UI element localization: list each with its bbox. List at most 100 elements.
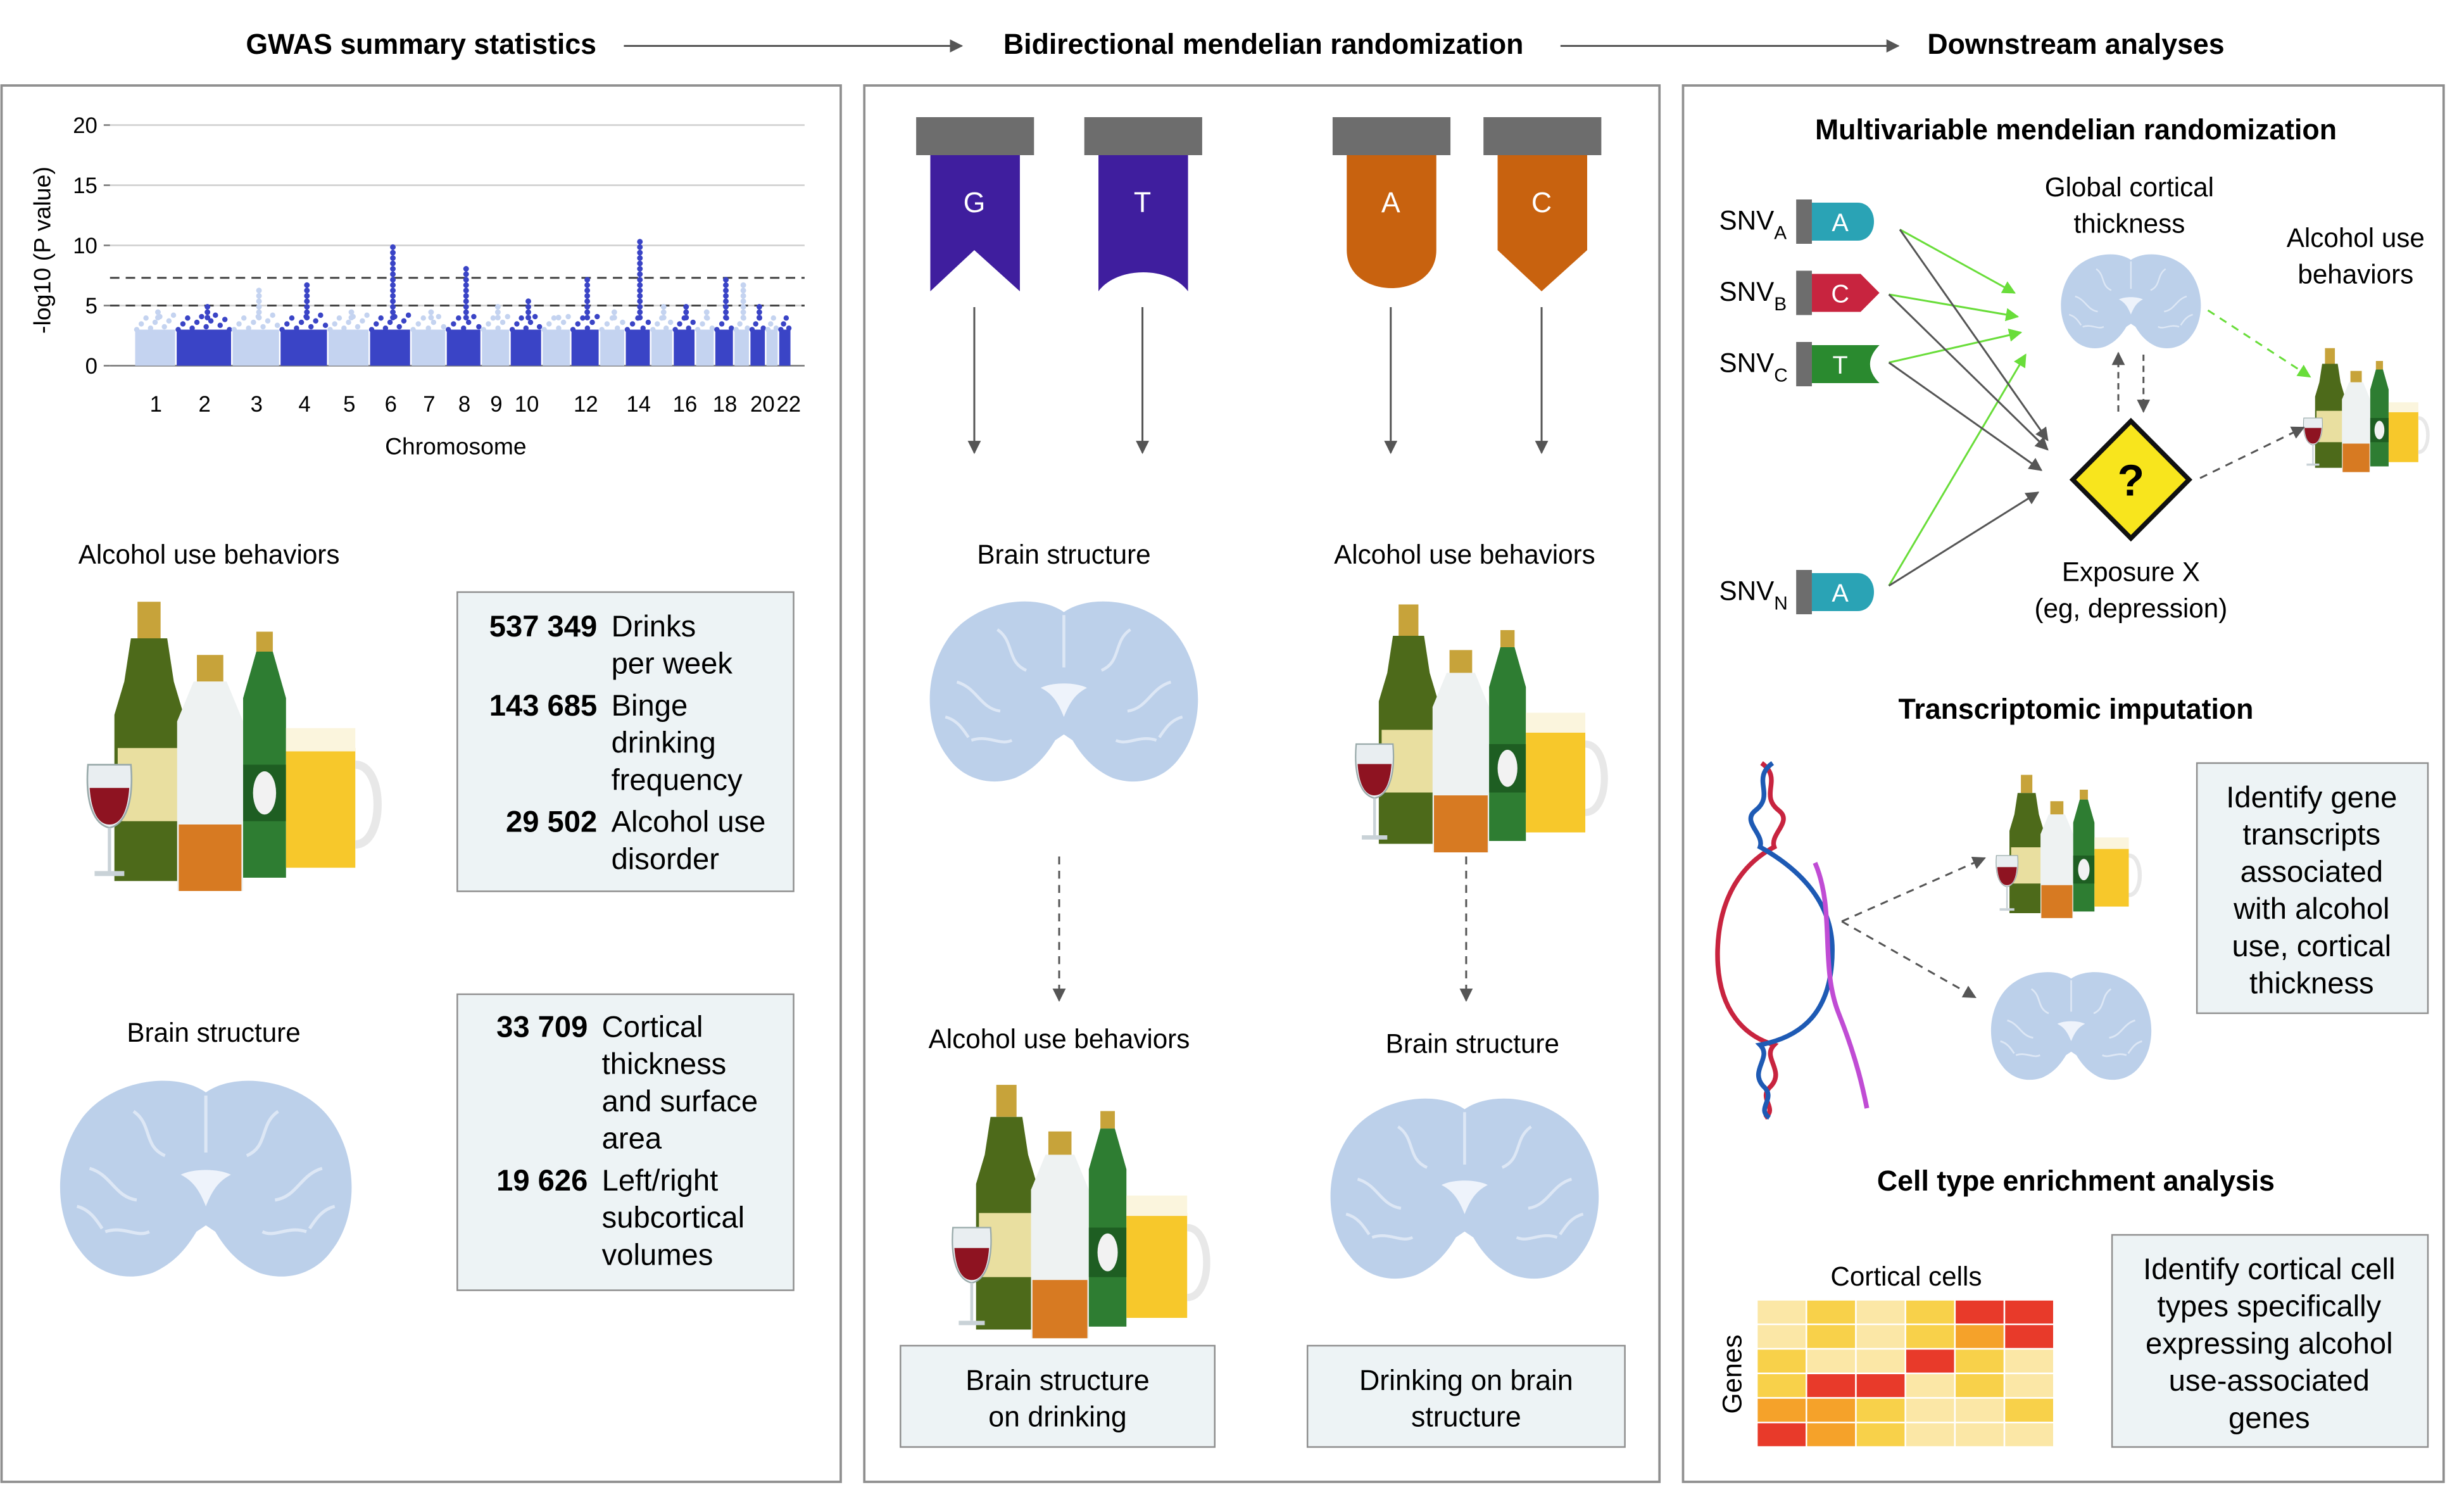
snp-point — [436, 313, 442, 320]
brain-title-left: Brain structure — [127, 1018, 300, 1047]
snp-point — [390, 277, 396, 283]
snp-point — [786, 325, 792, 331]
heatmap-cell — [2003, 1324, 2055, 1350]
snv-subscript: B — [1774, 294, 1787, 315]
snp-point — [683, 315, 689, 321]
snp-point — [667, 319, 674, 325]
exposure-line-1: Exposure X — [2062, 557, 2200, 586]
snp-point — [570, 327, 576, 332]
snp-point — [256, 309, 262, 315]
stat-label: frequency — [612, 763, 743, 797]
snp-point — [390, 315, 396, 321]
snp-point — [637, 309, 643, 315]
snp-point — [360, 318, 365, 324]
snp-point — [525, 304, 531, 310]
snv-subscript: C — [1774, 365, 1788, 386]
snp-point — [390, 309, 396, 315]
stat-label: Cortical — [602, 1010, 703, 1044]
genes-label: Genes — [1717, 1334, 1747, 1413]
cell-box — [2111, 1234, 2429, 1448]
snv-allele: T — [1833, 351, 1848, 379]
snp-point — [637, 298, 643, 305]
y-tick-label: 0 — [85, 354, 97, 379]
snp-point — [204, 315, 211, 321]
snp-point — [465, 319, 472, 325]
allele-c-banner: C — [1483, 117, 1602, 291]
snp-point — [584, 298, 591, 305]
snp-point — [364, 312, 370, 318]
step2-title: Bidirectional mendelian randomization — [1003, 28, 1524, 60]
snp-point — [199, 313, 204, 320]
snp-point — [599, 327, 605, 332]
twas-title: Transcriptomic imputation — [1899, 693, 2254, 725]
snp-point — [637, 250, 643, 256]
snp-point — [463, 315, 469, 321]
chromosome-band — [625, 329, 650, 366]
snp-point — [175, 327, 181, 332]
snp-point — [723, 293, 729, 299]
chromosome-band — [328, 329, 369, 366]
snp-point — [387, 319, 393, 325]
stat-label: Drinks — [612, 610, 696, 643]
snp-point — [390, 260, 396, 267]
x-tick-label: 3 — [251, 392, 263, 417]
snp-point — [760, 325, 766, 331]
snp-point — [390, 298, 396, 305]
snp-point — [640, 325, 646, 331]
chromosome-band — [600, 329, 625, 366]
x-tick-label: 5 — [343, 392, 355, 417]
manhattan-ylabel: -log10 (P value) — [29, 167, 56, 334]
snp-point — [256, 315, 262, 321]
snp-point — [683, 309, 689, 315]
snv-allele: C — [1831, 280, 1849, 308]
snp-point — [509, 327, 515, 332]
snp-point — [256, 304, 262, 310]
snp-point — [637, 282, 643, 288]
snp-point — [604, 321, 610, 327]
snp-point — [374, 321, 379, 327]
heatmap-cell — [1855, 1372, 1906, 1399]
stat-count: 537 349 — [489, 610, 597, 643]
x-tick-label: 10 — [515, 392, 539, 417]
exposure-warning-icon: ? — [2069, 417, 2192, 542]
snp-point — [637, 271, 643, 277]
y-tick-label: 10 — [73, 234, 97, 258]
brain-icon — [1990, 971, 2153, 1081]
snp-point — [494, 315, 501, 321]
snp-point — [620, 319, 625, 325]
snp-point — [327, 327, 333, 332]
snv-cap — [1796, 270, 1812, 315]
stat-label: drinking — [612, 726, 716, 760]
result-1-line-2: on drinking — [988, 1400, 1127, 1432]
snp-point — [783, 315, 789, 321]
snp-point — [431, 319, 437, 325]
question-mark: ? — [2118, 455, 2144, 505]
snp-point — [289, 315, 295, 321]
snv-allele-tag — [1811, 345, 1880, 383]
x-tick-label: 1 — [150, 392, 162, 417]
snp-point — [445, 327, 451, 332]
snp-point — [304, 282, 310, 288]
snp-point — [401, 318, 407, 324]
snp-point — [304, 298, 310, 305]
snp-point — [677, 321, 682, 327]
y-tick-label: 5 — [85, 294, 97, 319]
heatmap-cell — [1806, 1397, 1857, 1424]
twas-arrow-2 — [1841, 920, 1977, 999]
x-tick-label: 18 — [713, 392, 738, 417]
snp-point — [143, 315, 149, 321]
heatmap-cell — [1806, 1348, 1857, 1374]
heatmap-cell — [2003, 1348, 2055, 1374]
snp-point — [265, 318, 271, 324]
heatmap-cell — [1806, 1422, 1857, 1448]
result-2-line-2: structure — [1411, 1400, 1521, 1432]
snp-point — [645, 319, 651, 325]
snp-point — [134, 327, 140, 332]
snp-point — [519, 315, 524, 321]
heatmap-cell — [1954, 1422, 2006, 1448]
snp-point — [615, 325, 620, 331]
heatmap-cell — [1954, 1372, 2006, 1399]
